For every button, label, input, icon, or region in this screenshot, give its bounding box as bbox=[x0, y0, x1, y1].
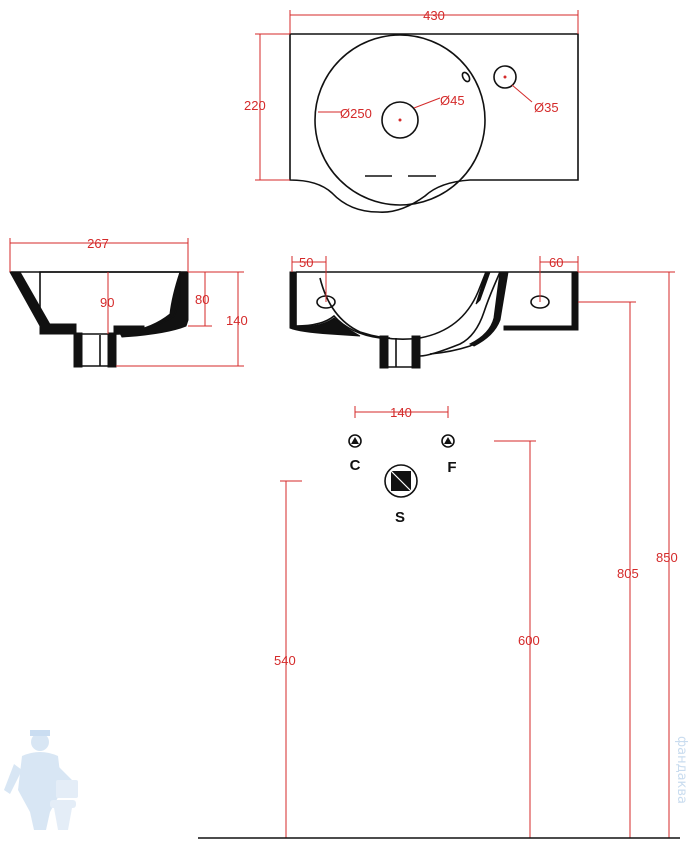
tap-hole-circle bbox=[493, 65, 517, 89]
side-base-left bbox=[39, 323, 77, 335]
overflow-slot bbox=[461, 71, 471, 83]
drain-circle bbox=[381, 101, 419, 139]
hot-supply-icon bbox=[441, 434, 455, 448]
height-dimensions: 540 600 805 850 bbox=[198, 271, 680, 839]
connections: 140 C F S bbox=[348, 405, 457, 526]
dim-side-rim-height: 80 bbox=[195, 292, 209, 307]
label-hot: F bbox=[447, 459, 456, 476]
front-view: 50 60 bbox=[289, 255, 579, 369]
dim-top-width: 430 bbox=[423, 8, 445, 23]
dim-supply-spacing: 140 bbox=[390, 405, 412, 420]
cold-supply-triangle-icon bbox=[351, 437, 359, 444]
label-drain: S bbox=[395, 509, 405, 526]
drain-center bbox=[398, 118, 402, 122]
dim-rim-height: 805 bbox=[617, 566, 639, 581]
dim-drain-height: 540 bbox=[274, 653, 296, 668]
top-view-outline bbox=[289, 33, 579, 213]
drain-outlet-icon bbox=[384, 464, 418, 498]
dim-side-total-height: 140 bbox=[226, 313, 248, 328]
side-view: 267 90 80 140 bbox=[9, 236, 248, 368]
cold-supply-icon bbox=[348, 434, 362, 448]
plumber-logo bbox=[4, 730, 78, 830]
dim-supply-height: 600 bbox=[518, 633, 540, 648]
side-left-wall bbox=[9, 271, 58, 331]
side-drain-right bbox=[107, 332, 117, 368]
dim-side-inner-depth: 90 bbox=[100, 295, 114, 310]
front-bowl bbox=[296, 271, 578, 357]
side-drain-left bbox=[73, 332, 83, 368]
dim-tap-hole-diameter: Ø35 bbox=[534, 100, 559, 115]
watermark-vertical-text: фандаква bbox=[674, 736, 689, 804]
front-right-wall bbox=[503, 271, 579, 331]
tap-hole-center bbox=[503, 75, 507, 79]
dim-side-width: 267 bbox=[87, 236, 109, 251]
label-cold: C bbox=[350, 457, 361, 474]
dim-top-height: 850 bbox=[656, 550, 678, 565]
hot-supply-triangle-icon bbox=[444, 437, 452, 444]
dim-front-left-rim: 50 bbox=[299, 255, 313, 270]
front-drain-right bbox=[411, 335, 421, 369]
dim-drain-diameter: Ø45 bbox=[440, 93, 465, 108]
dim-front-right-rim: 60 bbox=[549, 255, 563, 270]
front-drain-left bbox=[379, 335, 389, 369]
dim-top-depth: 220 bbox=[244, 98, 266, 113]
top-view: 430 220 Ø250 Ø45 Ø35 bbox=[244, 8, 579, 213]
dim-bowl-diameter: Ø250 bbox=[340, 106, 372, 121]
side-base-right bbox=[113, 325, 145, 335]
bowl-circle bbox=[314, 34, 486, 206]
